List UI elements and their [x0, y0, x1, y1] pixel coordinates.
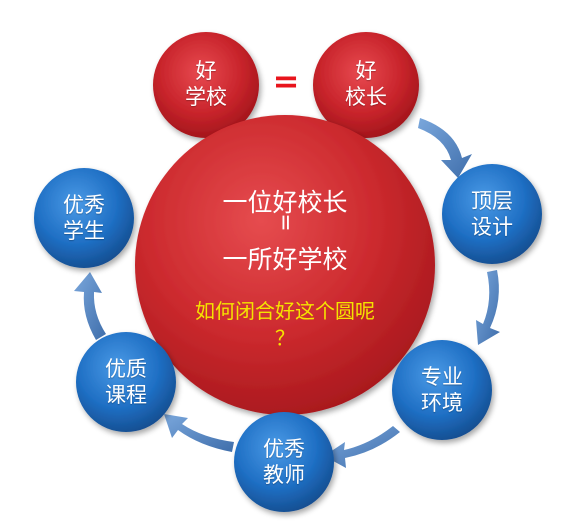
- center-node: [135, 115, 435, 415]
- excellent-teachers-node: [234, 412, 334, 512]
- professional-environment-line1: 专业: [421, 365, 463, 389]
- top-equals-sign: =: [272, 62, 300, 100]
- cycle-arrows: [74, 118, 500, 468]
- top-design-line1: 顶层: [471, 189, 513, 213]
- quality-courses-node: [76, 332, 176, 432]
- center-equals: =: [272, 213, 298, 232]
- center-question: 如何闭合好这个圆呢 ？: [165, 298, 405, 352]
- center-line-school: 一所好学校: [222, 245, 348, 274]
- quality-courses-label: 优质 课程: [76, 356, 176, 409]
- professional-environment-label: 专业 环境: [392, 364, 492, 417]
- good-principal-label: 好 校长: [316, 58, 416, 111]
- excellent-students-node: [34, 168, 134, 268]
- center-question-line2: ？: [275, 326, 295, 350]
- excellent-students-label: 优秀 学生: [34, 192, 134, 245]
- excellent-teachers-line1: 优秀: [263, 437, 305, 461]
- excellent-teachers-label: 优秀 教师: [234, 436, 334, 489]
- center-question-line1: 如何闭合好这个圆呢: [195, 299, 375, 323]
- quality-courses-line1: 优质: [105, 357, 147, 381]
- good-school-label: 好 学校: [156, 58, 256, 111]
- arrow-teachers-to-courses: [164, 414, 234, 452]
- professional-environment-line2: 环境: [421, 391, 463, 416]
- arrow-courses-to-students: [74, 272, 106, 340]
- good-principal-line2: 校长: [345, 85, 387, 110]
- good-school-line1: 好: [195, 59, 217, 83]
- top-design-label: 顶层 设计: [442, 188, 542, 241]
- excellent-students-line1: 优秀: [63, 193, 105, 217]
- center-line-principal: 一位好校长: [222, 188, 348, 217]
- good-principal-line1: 好: [355, 59, 377, 83]
- arrow-environment-to-teachers: [324, 426, 400, 468]
- good-principal-node: [313, 32, 419, 138]
- good-school-node: [153, 32, 259, 138]
- quality-courses-line2: 课程: [105, 383, 147, 408]
- excellent-teachers-line2: 教师: [263, 463, 305, 488]
- arrow-design-to-environment: [476, 270, 500, 345]
- excellent-students-line2: 学生: [63, 219, 105, 244]
- top-design-node: [442, 164, 542, 264]
- professional-environment-node: [392, 340, 492, 440]
- good-school-line2: 学校: [185, 85, 227, 110]
- arrow-principal-to-design: [418, 118, 472, 178]
- top-design-line2: 设计: [471, 215, 513, 240]
